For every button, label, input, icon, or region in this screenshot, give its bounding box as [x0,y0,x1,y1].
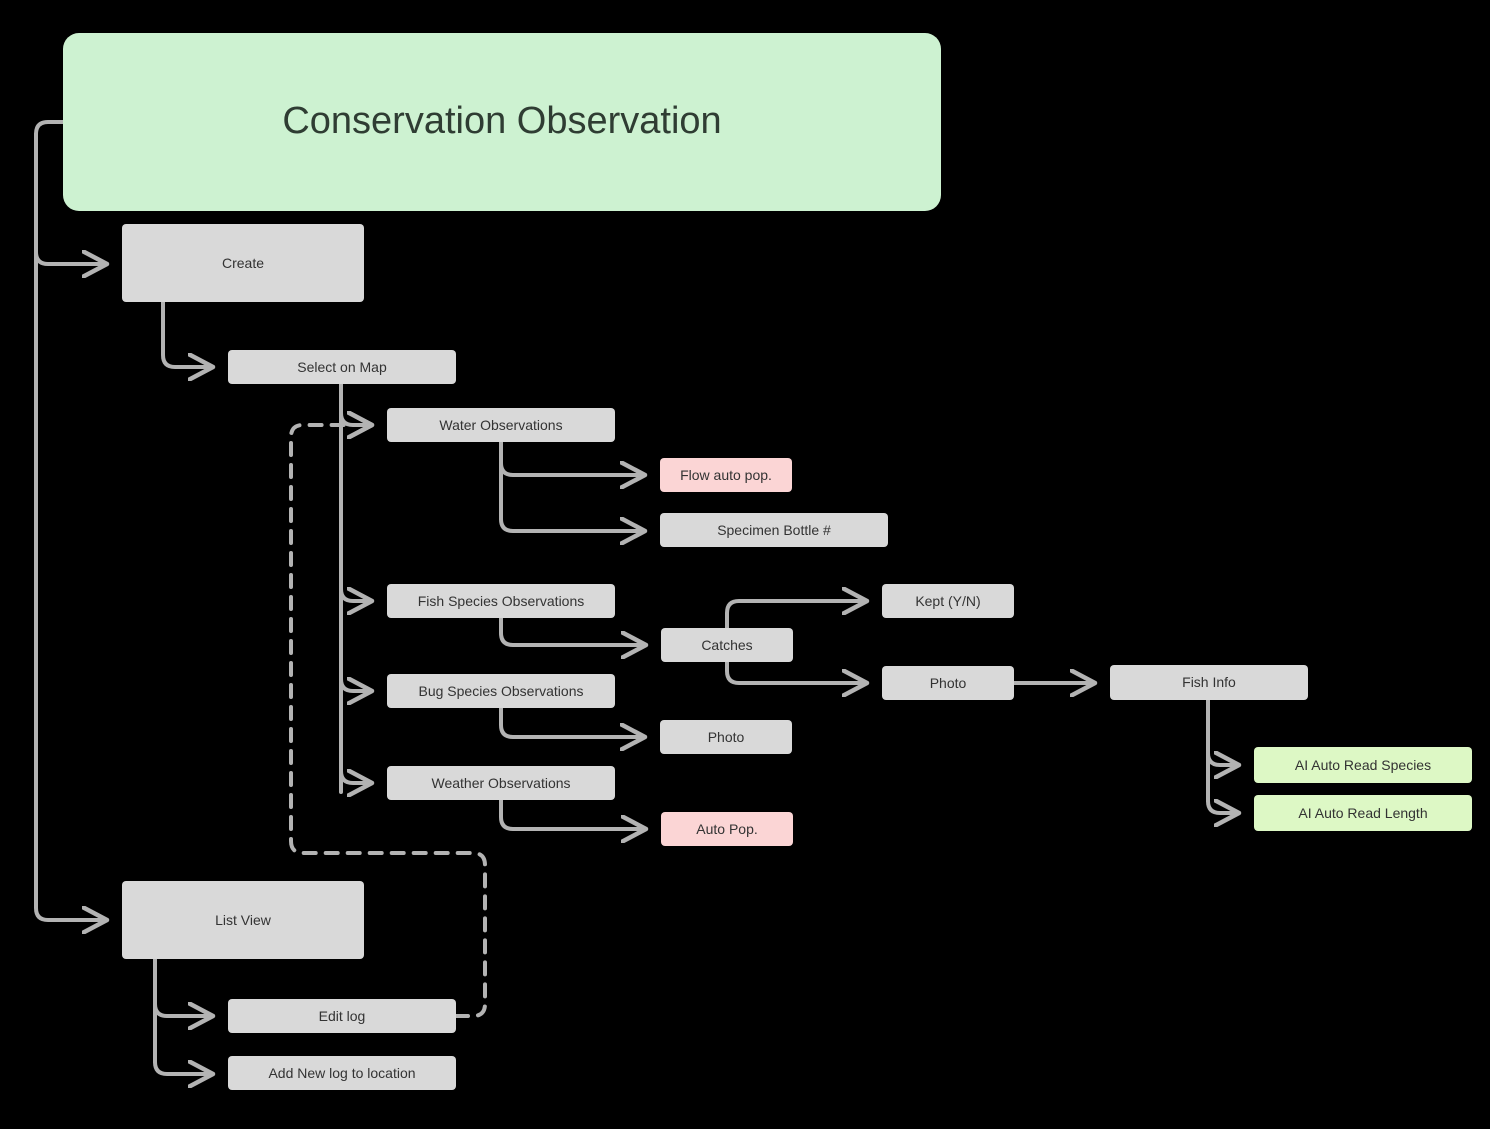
node-label: Auto Pop. [696,820,758,837]
edge-listview-addlog [153,1060,213,1074]
edge-editlog-water-dashed [289,425,487,1018]
edge-selmap-fish [339,587,372,601]
node-label: Weather Observations [431,774,571,791]
node-label: Select on Map [297,358,387,375]
node-water-observations[interactable]: Water Observations [387,408,615,442]
node-label: Create [221,254,265,271]
node-header: Conservation Observation [63,33,941,211]
node-label: Water Observations [439,416,563,433]
node-edit-log[interactable]: Edit log [228,999,456,1033]
node-ai-auto-read-species[interactable]: AI Auto Read Species [1254,747,1472,783]
node-create[interactable]: Create [122,224,364,302]
node-fish-species-observations[interactable]: Fish Species Observations [387,584,615,618]
node-label: AI Auto Read Species [1294,756,1432,773]
edge-selmap-weather [339,769,372,783]
node-label: Specimen Bottle # [717,521,831,538]
edge-create-selmap [161,300,213,367]
node-catches[interactable]: Catches [661,628,793,662]
edge-fish-catches [499,616,646,645]
node-label: Bug Species Observations [418,682,584,699]
edge-header-listview [34,132,107,920]
node-label: Kept (Y/N) [915,592,981,609]
edge-fishinfo-ailength [1206,799,1239,813]
node-weather-observations[interactable]: Weather Observations [387,766,615,800]
node-label: Flow auto pop. [680,466,772,483]
node-label: List View [215,911,271,928]
edge-water-flow [499,461,645,475]
node-label: Photo [707,728,745,745]
node-list-view[interactable]: List View [122,881,364,959]
node-select-on-map[interactable]: Select on Map [228,350,456,384]
node-kept-yn[interactable]: Kept (Y/N) [882,584,1014,618]
node-add-new-log[interactable]: Add New log to location [228,1056,456,1090]
edge-catches-kept [725,601,867,630]
node-auto-pop[interactable]: Auto Pop. [661,812,793,846]
edge-water-bottle [499,517,645,531]
node-label: Conservation Observation [282,100,722,143]
node-label: Add New log to location [268,1064,416,1081]
node-label: Photo [929,674,967,691]
node-catches-photo[interactable]: Photo [882,666,1014,700]
node-label: Fish Info [1182,674,1236,691]
edge-weather-autopop [499,798,646,829]
node-label: Catches [701,636,753,653]
node-label: Fish Species Observations [417,592,585,609]
node-fish-info[interactable]: Fish Info [1110,665,1308,700]
node-bug-species-observations[interactable]: Bug Species Observations [387,674,615,708]
node-flow-auto-pop[interactable]: Flow auto pop. [660,458,792,492]
edge-catches-photo [725,660,867,683]
node-specimen-bottle[interactable]: Specimen Bottle # [660,513,888,547]
node-label: Edit log [318,1007,366,1024]
edge-selmap-bug [339,677,372,691]
edge-bug-photo [499,706,645,737]
edge-listview-editlog [153,1002,213,1016]
edge-fishinfo-aispecies [1206,751,1239,765]
node-label: AI Auto Read Length [1298,804,1428,821]
node-bug-photo[interactable]: Photo [660,720,792,754]
node-ai-auto-read-length[interactable]: AI Auto Read Length [1254,795,1472,831]
